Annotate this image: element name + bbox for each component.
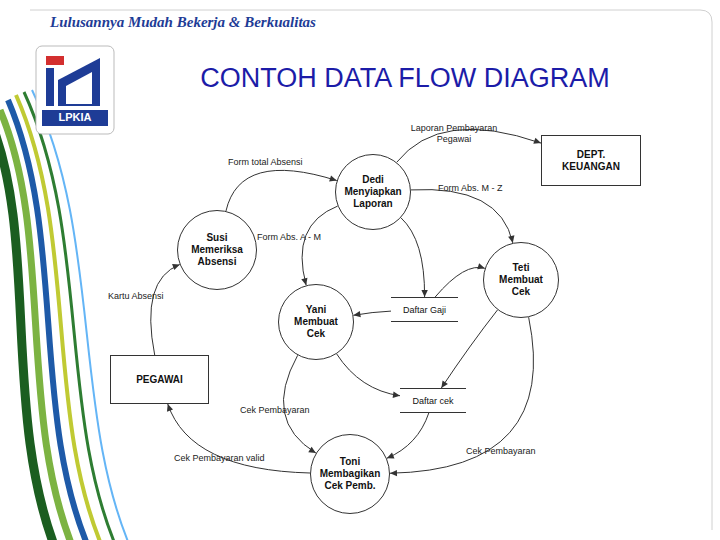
node-label: Dedi Menyiapkan Laporan	[340, 174, 406, 210]
node-text-group: Daftar Gaji	[391, 304, 458, 316]
flow-label: Form total Absensi	[228, 157, 328, 168]
slide-title: CONTOH DATA FLOW DIAGRAM	[160, 62, 650, 94]
data-store: Daftar cek	[400, 388, 466, 413]
node-text-group: Susi Memeriksa Absensi	[184, 232, 250, 268]
node-label: Toni Membagikan Cek Pemb.	[315, 456, 385, 492]
arrow-head	[329, 175, 337, 181]
flow-line	[226, 170, 337, 211]
logo-band	[42, 110, 108, 126]
node-text-group: Toni Membagikan Cek Pemb.	[315, 456, 385, 492]
node-label: Susi Memeriksa Absensi	[184, 232, 250, 268]
flow-line	[337, 354, 400, 396]
flow-label: Cek Pembayaran	[240, 405, 330, 416]
flow-label: Form Abs. A - M	[257, 232, 347, 243]
data-flow	[226, 170, 337, 211]
data-flow	[283, 355, 315, 453]
flow-label: Laporan Pembayaran Pegawai	[398, 123, 510, 145]
arrow-head	[308, 447, 316, 453]
flow-line	[387, 413, 429, 458]
data-store: Daftar Gaji	[391, 297, 458, 322]
flow-line	[435, 267, 485, 297]
node-label: Daftar cek	[400, 395, 466, 407]
logo-mark	[66, 72, 92, 104]
arrow-head	[172, 264, 180, 270]
process-circle: Toni Membagikan Cek Pemb.	[310, 434, 390, 514]
process-circle: Susi Memeriksa Absensi	[177, 210, 257, 290]
node-label: Daftar Gaji	[391, 304, 458, 316]
node-label: Yani Membuat Cek	[285, 304, 347, 340]
flow-line	[151, 265, 180, 355]
arrow-head	[533, 138, 541, 144]
data-flow	[151, 264, 180, 355]
stripe	[32, 90, 136, 540]
logo-mark	[58, 58, 100, 106]
node-text-group: DEPT. KEUANGAN	[555, 149, 627, 173]
data-flow	[301, 206, 337, 285]
logo-mark	[46, 68, 54, 106]
flow-line	[411, 190, 513, 243]
flow-line	[302, 206, 338, 285]
process-circle: Yani Membuat Cek	[278, 284, 354, 360]
process-circle: Teti Membuat Cek	[483, 242, 559, 318]
node-label: PEGAWAI	[115, 374, 205, 386]
arrow-head	[387, 453, 395, 459]
slogan-text: Lulusannya Mudah Bekerja & Berkualitas	[50, 14, 350, 31]
circle-shape	[311, 435, 390, 514]
circle-shape	[279, 285, 354, 360]
data-flow	[337, 354, 400, 398]
node-text-group: Teti Membuat Cek	[490, 262, 552, 298]
node-text-group: Dedi Menyiapkan Laporan	[340, 174, 406, 210]
logo-text: LPKIA	[42, 111, 108, 123]
data-flow	[411, 190, 514, 243]
process-circle: Dedi Menyiapkan Laporan	[335, 154, 411, 230]
flow-line	[283, 355, 315, 453]
flow-label: Cek Pembayaran	[466, 446, 556, 457]
node-text-group: Daftar cek	[400, 395, 466, 407]
node-text-group: PEGAWAI	[115, 374, 205, 386]
data-flow	[401, 218, 428, 297]
arrow-head	[421, 290, 427, 297]
flow-label: Cek Pembayaran valid	[174, 453, 284, 464]
external-entity: DEPT. KEUANGAN	[541, 135, 641, 186]
flow-label: Kartu Absensi	[108, 291, 188, 302]
logo-mark	[46, 56, 64, 65]
frame-line	[30, 10, 712, 530]
arrow-head	[508, 235, 514, 243]
arrow-head	[353, 311, 360, 317]
external-entity: PEGAWAI	[110, 355, 209, 404]
logo-frame	[36, 46, 114, 134]
circle-shape	[178, 211, 257, 290]
node-label: Teti Membuat Cek	[490, 262, 552, 298]
arrow-head	[301, 278, 307, 286]
arrow-head	[167, 404, 173, 412]
data-flow	[387, 413, 429, 459]
arrow-head	[393, 392, 400, 398]
circle-shape	[336, 155, 411, 230]
flow-line	[401, 218, 425, 297]
arrow-head	[390, 470, 397, 476]
data-flow	[353, 311, 391, 317]
data-flow	[435, 263, 485, 297]
arrow-head	[477, 263, 485, 269]
node-text-group: Yani Membuat Cek	[285, 304, 347, 340]
arrow-head	[441, 380, 448, 388]
node-label: DEPT. KEUANGAN	[555, 149, 627, 173]
flow-label: Form Abs. M - Z	[438, 183, 528, 194]
circle-shape	[484, 243, 559, 318]
